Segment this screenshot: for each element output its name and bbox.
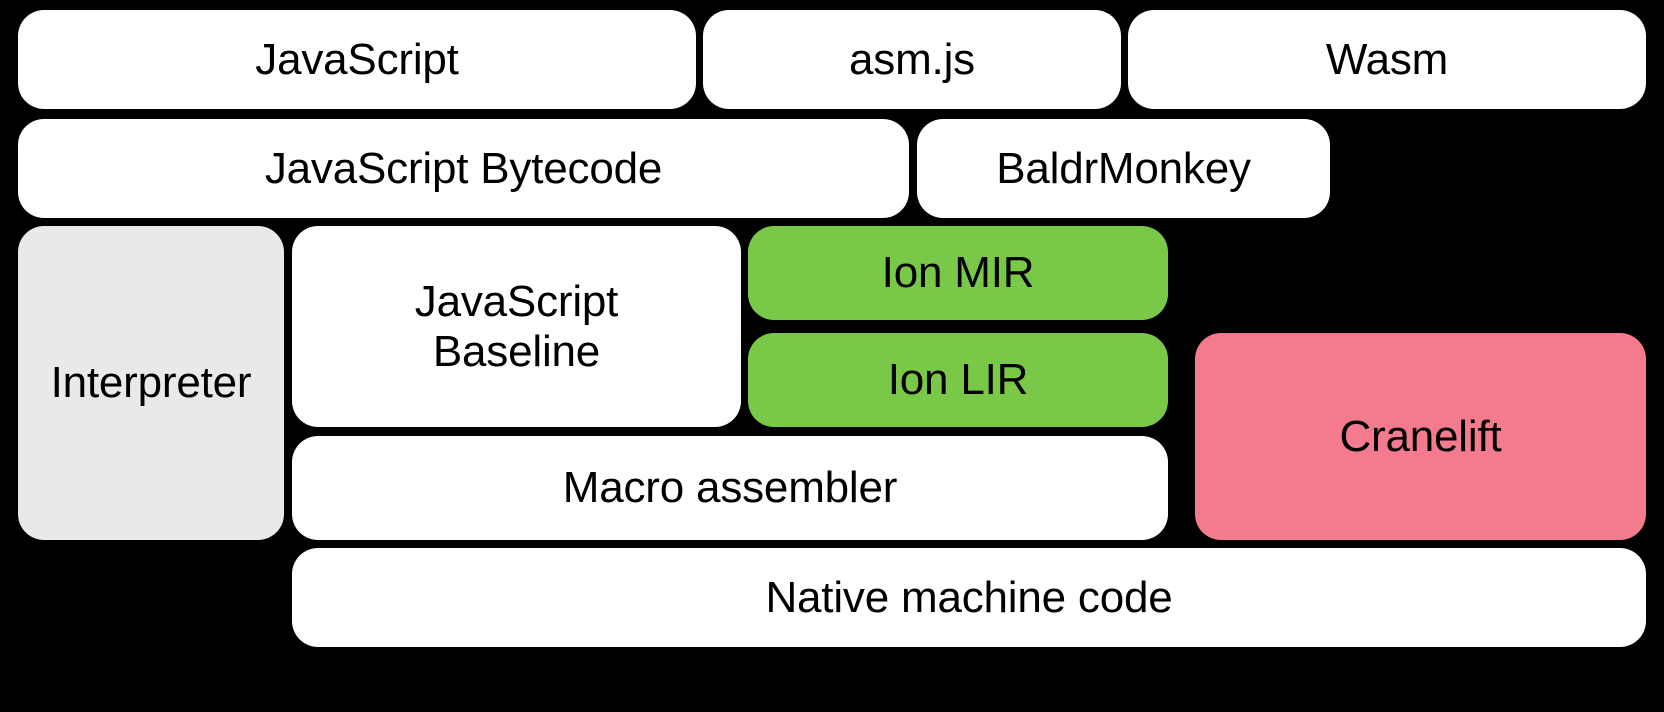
node-baldrmonkey[interactable]: BaldrMonkey	[917, 119, 1330, 218]
node-javascript-baseline[interactable]: JavaScript Baseline	[292, 226, 741, 427]
node-javascript[interactable]: JavaScript	[18, 10, 696, 109]
node-ion-mir[interactable]: Ion MIR	[748, 226, 1168, 320]
node-interpreter[interactable]: Interpreter	[18, 226, 284, 540]
node-cranelift[interactable]: Cranelift	[1195, 333, 1646, 540]
node-ion-lir[interactable]: Ion LIR	[748, 333, 1168, 427]
node-native-machine-code[interactable]: Native machine code	[292, 548, 1646, 647]
node-asm-js[interactable]: asm.js	[703, 10, 1121, 109]
node-wasm[interactable]: Wasm	[1128, 10, 1646, 109]
node-javascript-bytecode[interactable]: JavaScript Bytecode	[18, 119, 909, 218]
node-macro-assembler[interactable]: Macro assembler	[292, 436, 1168, 540]
